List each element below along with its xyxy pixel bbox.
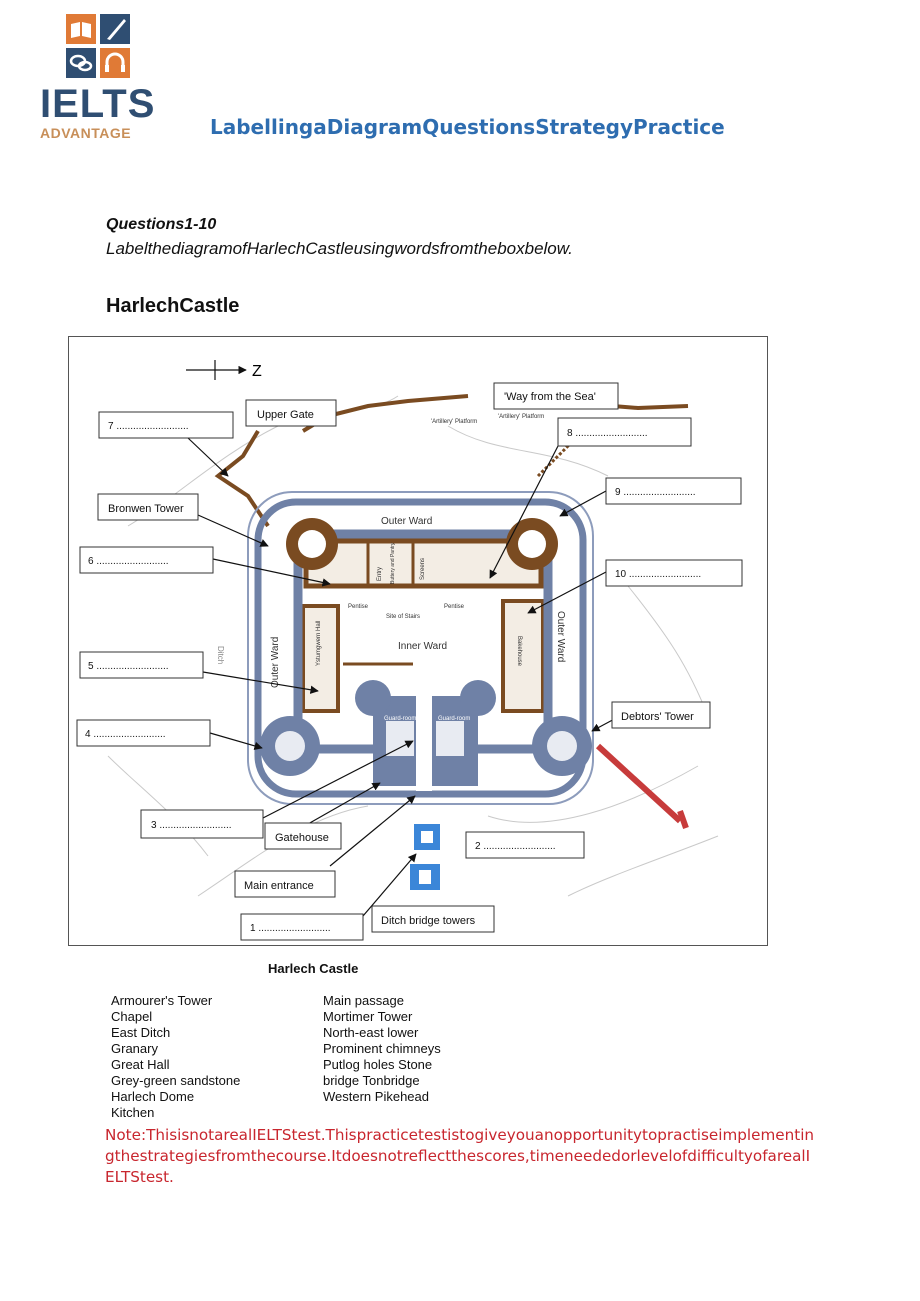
blank-3: 3 .......................... xyxy=(140,809,264,839)
word-box-column-1: Armourer's Tower Chapel East Ditch Grana… xyxy=(111,993,240,1121)
blank-6: 6 .......................... xyxy=(79,546,214,574)
disclaimer-note: Note:ThisisnotarealIELTStest.Thispractic… xyxy=(105,1126,815,1186)
blank-5: 5 .......................... xyxy=(79,651,204,679)
svg-text:Entry: Entry xyxy=(377,567,383,581)
document-title: LabellingaDiagramQuestionsStrategyPracti… xyxy=(210,115,725,139)
svg-text:7 ..........................: 7 .......................... xyxy=(108,421,189,432)
word-option: Great Hall xyxy=(111,1057,170,1072)
blank-4: 4 .......................... xyxy=(76,719,211,747)
word-option: Mortimer Tower xyxy=(323,1009,413,1024)
logo-subtitle: ADVANTAGE xyxy=(40,125,132,141)
svg-text:Ditch: Ditch xyxy=(216,646,225,664)
blank-7: 7 .......................... xyxy=(98,411,234,439)
svg-text:3 ..........................: 3 .......................... xyxy=(151,820,232,831)
label-bronwen-tower: Bronwen Tower xyxy=(97,493,199,521)
word-option: North-east lower xyxy=(323,1025,419,1040)
word-option: Putlog holes Stone xyxy=(323,1057,433,1072)
blank-2: 2 .......................... xyxy=(465,831,585,859)
questions-instruction: LabelthediagramofHarlechCastleusingwords… xyxy=(106,239,573,258)
svg-text:6 ..........................: 6 .......................... xyxy=(88,556,169,567)
word-box-column-2: Main passage Mortimer Tower North-east l… xyxy=(323,993,441,1105)
svg-text:Debtors' Tower: Debtors' Tower xyxy=(621,711,694,723)
label-gatehouse: Gatehouse xyxy=(264,822,342,850)
compass-icon: Z xyxy=(186,360,262,380)
svg-text:5 ..........................: 5 .......................... xyxy=(88,661,169,672)
word-option: Granary xyxy=(111,1041,158,1056)
svg-text:'Way from the Sea': 'Way from the Sea' xyxy=(504,391,596,403)
svg-text:Gatehouse: Gatehouse xyxy=(275,832,329,844)
word-option: Armourer's Tower xyxy=(111,993,213,1008)
svg-text:Outer Ward: Outer Ward xyxy=(381,516,432,527)
word-option: Western Pikehead xyxy=(323,1089,429,1104)
svg-text:Pentise: Pentise xyxy=(444,604,465,610)
word-option: Harlech Dome xyxy=(111,1089,195,1104)
svg-text:Screens: Screens xyxy=(420,558,426,580)
svg-text:Pentise: Pentise xyxy=(348,604,369,610)
svg-text:8 ..........................: 8 .......................... xyxy=(567,428,648,439)
label-debtors-tower: Debtors' Tower xyxy=(611,701,711,729)
svg-text:9 ..........................: 9 .......................... xyxy=(615,487,696,498)
svg-text:Outer Ward: Outer Ward xyxy=(270,637,281,688)
svg-text:Buttery and Pantry: Buttery and Pantry xyxy=(390,542,396,584)
svg-text:Bronwen Tower: Bronwen Tower xyxy=(108,503,184,515)
svg-text:2 ..........................: 2 .......................... xyxy=(475,841,556,852)
word-option: Main passage xyxy=(323,993,404,1008)
word-option: Chapel xyxy=(111,1009,153,1024)
word-option: East Ditch xyxy=(111,1025,171,1040)
word-option: bridge Tonbridge xyxy=(323,1073,420,1088)
svg-text:Outer Ward: Outer Ward xyxy=(555,611,566,662)
label-ditch-bridge-towers: Ditch bridge towers xyxy=(371,905,495,933)
word-option: Grey-green sandstone xyxy=(111,1073,241,1088)
logo-wordmark: IELTS xyxy=(40,82,156,126)
svg-text:Z: Z xyxy=(252,363,262,380)
castle-plan-diagram: Z Outer Ward Inner Ward Site of Sta xyxy=(68,336,768,946)
section-title: HarlechCastle xyxy=(106,295,240,317)
svg-text:Ditch bridge towers: Ditch bridge towers xyxy=(381,915,476,927)
blank-8: 8 .......................... xyxy=(557,417,692,447)
word-option: Kitchen xyxy=(111,1105,155,1120)
label-upper-gate: Upper Gate xyxy=(245,399,337,427)
svg-text:'Artillery' Platform: 'Artillery' Platform xyxy=(431,419,477,425)
svg-text:4 ..........................: 4 .......................... xyxy=(85,729,166,740)
svg-text:10 ..........................: 10 .......................... xyxy=(615,569,701,580)
word-option: Prominent chimneys xyxy=(323,1041,441,1056)
svg-text:Inner Ward: Inner Ward xyxy=(398,641,447,652)
blank-10: 10 .......................... xyxy=(605,559,743,587)
blank-1: 1 .......................... xyxy=(240,913,364,941)
svg-text:Upper Gate: Upper Gate xyxy=(257,409,314,421)
svg-text:'Artillery' Platform: 'Artillery' Platform xyxy=(498,414,544,420)
svg-text:Guard-room: Guard-room xyxy=(438,716,470,722)
label-way-from-sea: 'Way from the Sea' xyxy=(493,382,619,410)
svg-text:Bakehouse: Bakehouse xyxy=(516,636,522,667)
svg-text:1 ..........................: 1 .......................... xyxy=(250,923,331,934)
diagram-caption: Harlech Castle xyxy=(268,961,359,976)
svg-text:Guard-room: Guard-room xyxy=(384,716,416,722)
questions-heading: Questions1-10 xyxy=(106,216,217,233)
ielts-advantage-logo-icon xyxy=(66,14,130,78)
svg-text:Site of Stairs: Site of Stairs xyxy=(386,614,420,620)
svg-text:Main entrance: Main entrance xyxy=(244,880,314,892)
svg-text:Ystumgwern Hall: Ystumgwern Hall xyxy=(316,621,322,666)
blank-9: 9 .......................... xyxy=(605,477,742,505)
label-main-entrance: Main entrance xyxy=(234,870,336,898)
